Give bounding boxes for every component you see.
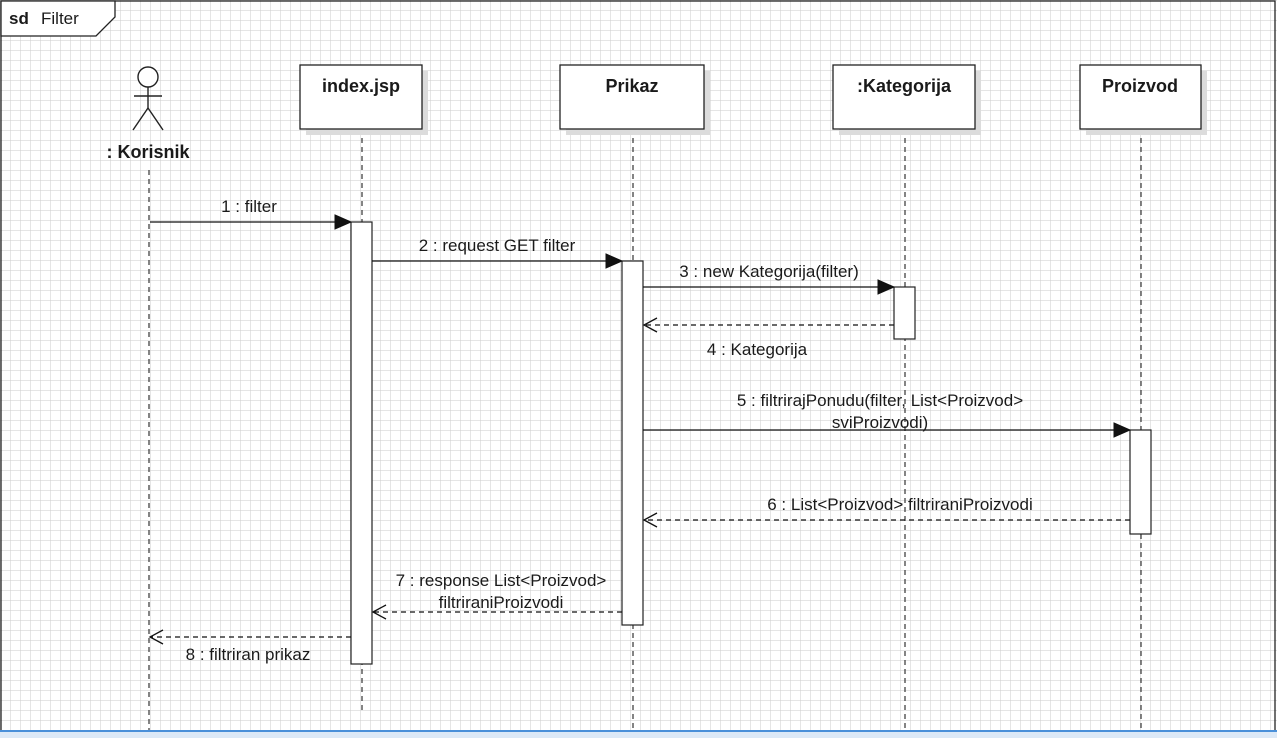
participant-label-kategorija: :Kategorija: [857, 76, 952, 96]
arrowhead-filled-icon: [605, 253, 624, 269]
participant-box-index: [299, 64, 423, 130]
message-label-3: 3 : new Kategorija(filter): [679, 262, 859, 281]
activation-prikaz: [621, 260, 644, 626]
arrowhead-open-icon: [371, 604, 387, 620]
message-label-7b: filtriraniProizvodi: [439, 593, 564, 612]
participant-box-prikaz: [559, 64, 705, 130]
message-label-7a: 7 : response List<Proizvod>: [396, 571, 607, 590]
activation-kategorija: [893, 286, 916, 340]
arrowhead-filled-icon: [1113, 422, 1132, 438]
activation-index: [350, 221, 373, 665]
message-label-6: 6 : List<Proizvod> filtriraniProizvodi: [767, 495, 1033, 514]
arrowhead-filled-icon: [334, 214, 353, 230]
message-label-1: 1 : filter: [221, 197, 277, 216]
arrowhead-open-icon: [642, 317, 658, 333]
arrowhead-filled-icon: [877, 279, 896, 295]
participant-label-proizvod: Proizvod: [1102, 76, 1178, 96]
participant-box-kategorija: [832, 64, 976, 130]
participant-label-prikaz: Prikaz: [605, 76, 658, 96]
participant-label-korisnik: : Korisnik: [106, 142, 190, 162]
actor-korisnik: [132, 66, 164, 131]
message-label-5b: sviProizvodi): [832, 413, 928, 432]
activation-proizvod: [1129, 429, 1152, 535]
canvas-bottom-edge: [0, 730, 1277, 738]
actor-head-icon: [137, 66, 159, 88]
message-label-4: 4 : Kategorija: [707, 340, 808, 359]
arrowhead-open-icon: [148, 629, 164, 645]
message-label-8: 8 : filtriran prikaz: [186, 645, 311, 664]
arrowhead-open-icon: [642, 512, 658, 528]
message-label-5a: 5 : filtrirajPonudu(filter, List<Proizvo…: [737, 391, 1023, 410]
frame-keyword: sd: [9, 9, 29, 28]
participant-label-index: index.jsp: [322, 76, 400, 96]
frame-title: Filter: [41, 9, 79, 28]
frame-tab: [0, 0, 116, 37]
message-label-2: 2 : request GET filter: [419, 236, 576, 255]
participant-box-proizvod: [1079, 64, 1202, 130]
